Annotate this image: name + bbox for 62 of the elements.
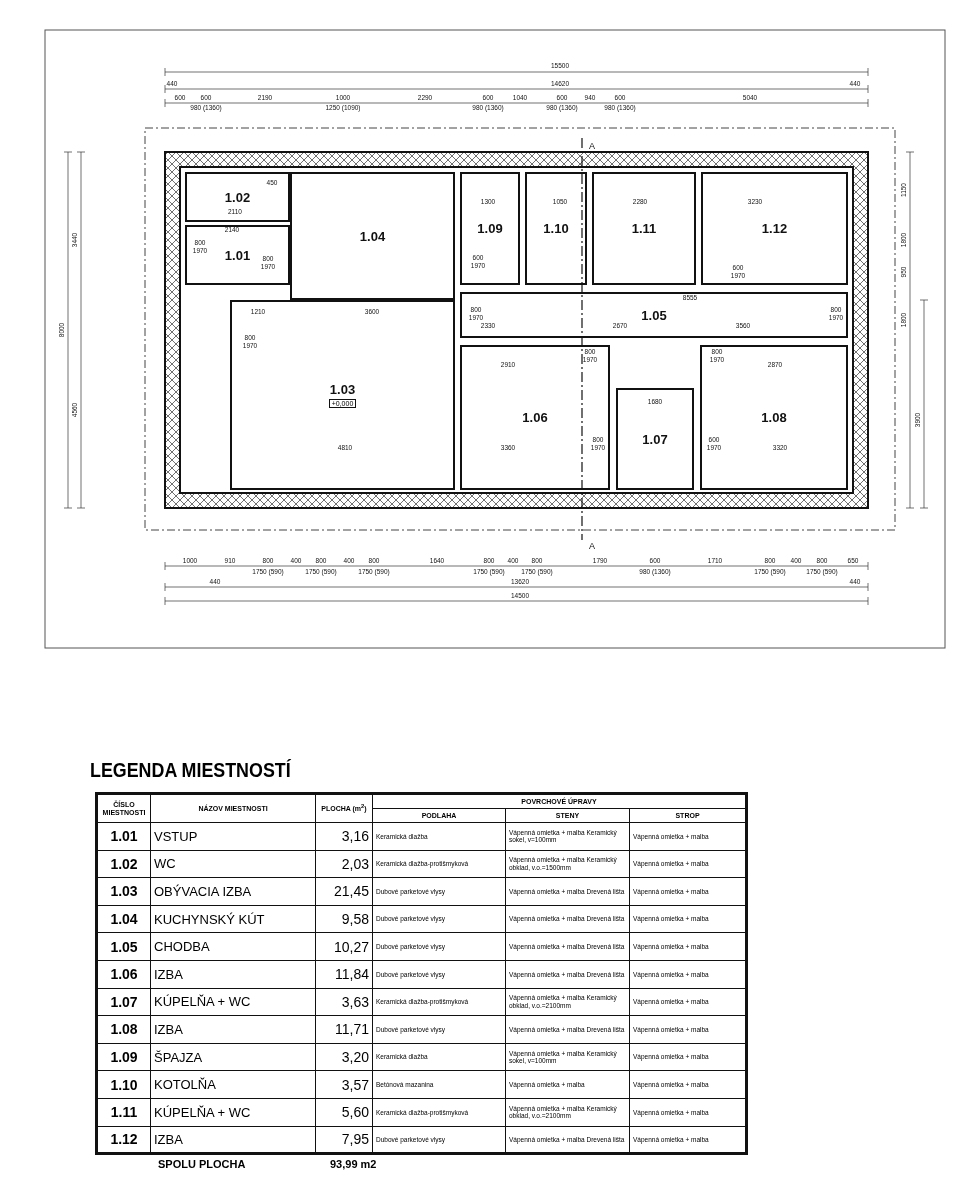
room-outline [592,172,696,285]
room-name: KUCHYNSKÝ KÚT [150,905,316,933]
area-value: 3,63 [315,988,373,1016]
room-name: KOTOLŇA [150,1070,316,1099]
room-number: 1.03 [96,877,151,906]
room-number: 1.05 [96,932,151,961]
area-value: 11,71 [315,1015,373,1044]
room-outline [290,172,455,300]
room-number: 1.10 [543,221,569,236]
room-number: 1.11 [631,221,657,236]
room-name: ŠPAJZA [150,1043,316,1071]
room-number: 1.09 [96,1043,151,1071]
room-name: KÚPELŇA + WC [150,988,316,1016]
room-outline [230,300,455,490]
room-outline [616,388,694,490]
room-name: WC [150,850,316,878]
total-label: SPOLU PLOCHA [158,1158,246,1170]
room-name: CHODBA [150,932,316,961]
area-value: 3,16 [315,822,373,851]
area-value: 3,20 [315,1043,373,1071]
room-number: 1.01 [224,247,251,263]
area-value: 10,27 [315,932,373,961]
room-outline [185,172,290,222]
room-number: 1.01 [96,822,151,851]
room-number: 1.07 [642,431,668,447]
room-outline [460,172,520,285]
section-mark: A [589,141,595,151]
area-value: 5,60 [315,1098,373,1127]
room-number: 1.02 [96,850,151,878]
room-number: 1.09 [477,221,503,236]
area-value: 21,45 [315,877,373,906]
room-name: IZBA [150,1015,316,1044]
room-name: VSTUP [150,822,316,851]
room-number: 1.04 [359,228,386,244]
total-value: 93,99 m2 [330,1158,377,1170]
room-number: 1.05 [641,307,667,323]
room-number: 1.06 [96,960,151,989]
area-value: 3,57 [315,1070,373,1099]
room-number: 1.06 [522,410,548,425]
section-mark: A [589,541,595,551]
room-outline [460,345,610,490]
room-number: 1.11 [96,1098,151,1127]
room-number: 1.03 [329,382,356,397]
room-number: 1.02 [224,189,251,205]
room-outline [460,292,848,338]
area-value: 11,84 [315,960,373,989]
room-number: 1.04 [96,905,151,933]
room-outline [700,345,848,490]
room-name: OBÝVACIA IZBA [150,877,316,906]
area-value: 2,03 [315,850,373,878]
room-number: 1.10 [96,1070,151,1099]
room-outline [701,172,848,285]
room-name: KÚPELŇA + WC [150,1098,316,1127]
area-value: 9,58 [315,905,373,933]
room-number: 1.08 [96,1015,151,1044]
room-outline [525,172,587,285]
room-number: 1.07 [96,988,151,1016]
room-name: IZBA [150,960,316,989]
room-number: 1.12 [761,221,788,236]
room-number: 1.08 [761,410,787,425]
table-heading: LEGENDA MIESTNOSTÍ [90,758,291,782]
room-outline [185,225,290,285]
